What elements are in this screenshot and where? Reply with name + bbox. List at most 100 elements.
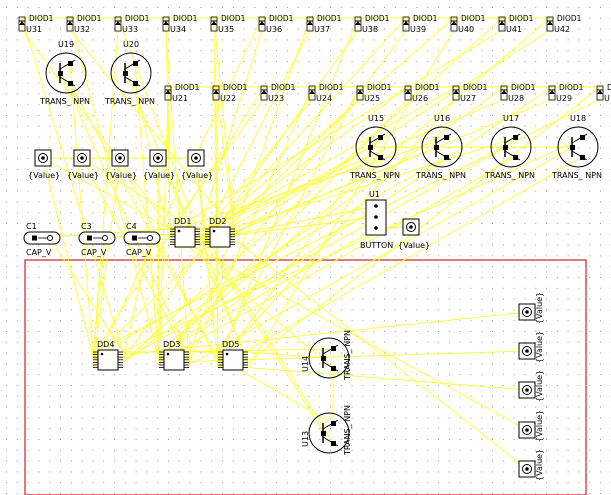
grid-dot — [27, 309, 29, 311]
grid-dot — [168, 287, 169, 289]
value-pad-right-1[interactable]: {Value} — [518, 292, 544, 324]
grid-dot — [286, 158, 288, 160]
value-pad-3[interactable]: {Value} — [105, 149, 137, 180]
grid-dot — [600, 201, 601, 203]
grid-dot — [481, 28, 483, 30]
grid-dot — [222, 385, 223, 386]
grid-dot — [211, 320, 213, 322]
grid-dot — [254, 428, 256, 430]
grid-dot — [243, 28, 245, 30]
grid-dot — [189, 428, 191, 430]
transistor-value-label: TRANS_ NPN — [39, 97, 90, 106]
grid-dot — [27, 61, 29, 62]
grid-dot — [481, 212, 483, 214]
value-pad-5[interactable]: {Value} — [181, 149, 213, 180]
chip-dd2[interactable]: DD2 — [205, 217, 235, 248]
button-value-pad[interactable]: {Value} — [398, 218, 430, 250]
chip-dd1[interactable]: DD1 — [170, 217, 200, 248]
grid-dot — [405, 428, 407, 430]
capacitor-pin — [132, 235, 137, 241]
value-pad-right-3[interactable]: {Value} — [518, 370, 544, 402]
grid-dot — [427, 190, 429, 192]
grid-dot — [319, 136, 321, 138]
grid-dot — [470, 233, 472, 235]
value-pad-4[interactable]: {Value} — [143, 149, 175, 180]
grid-dot — [578, 179, 580, 181]
grid-dot — [243, 71, 245, 73]
grid-dot — [600, 179, 601, 181]
grid-dot — [535, 244, 537, 246]
grid-dot — [286, 298, 288, 300]
value-pad-right-4[interactable]: {Value} — [518, 410, 544, 442]
grid-dot — [394, 201, 396, 203]
grid-dot — [394, 223, 396, 224]
chip-dd3[interactable]: DD3 — [159, 340, 189, 371]
grid-dot — [146, 439, 148, 440]
value-pad-right-5[interactable]: {Value} — [518, 449, 544, 481]
grid-dot — [92, 28, 94, 30]
grid-dot — [60, 136, 61, 138]
grid-dot — [286, 428, 288, 430]
diode-ref-label: U — [604, 94, 610, 103]
grid-dot — [448, 7, 450, 8]
value-pad-right-2[interactable]: {Value} — [518, 331, 544, 363]
grid-dot — [578, 341, 580, 343]
grid-dot — [470, 115, 472, 116]
grid-dot — [546, 406, 547, 408]
grid-dot — [319, 471, 321, 473]
chip-dd4[interactable]: DD4 — [93, 340, 123, 371]
grid-dot — [297, 331, 299, 332]
chip-dd5[interactable]: DD5 — [218, 340, 248, 371]
grid-dot — [459, 212, 461, 214]
value-pad-2[interactable]: {Value} — [67, 149, 99, 180]
diode-ref-label: U29 — [556, 94, 572, 103]
grid-dot — [16, 115, 18, 116]
value-pad-1[interactable]: {Value} — [28, 149, 60, 180]
grid-dot — [168, 212, 169, 214]
grid-dot — [254, 439, 256, 440]
grid-dot — [470, 50, 472, 52]
grid-dot — [200, 460, 202, 462]
diode-value-label: DIOD1 — [367, 83, 392, 92]
grid-dot — [6, 71, 7, 73]
grid-dot — [459, 223, 461, 224]
grid-dot — [27, 212, 29, 214]
grid-dot — [427, 255, 429, 257]
grid-dot — [524, 93, 526, 95]
